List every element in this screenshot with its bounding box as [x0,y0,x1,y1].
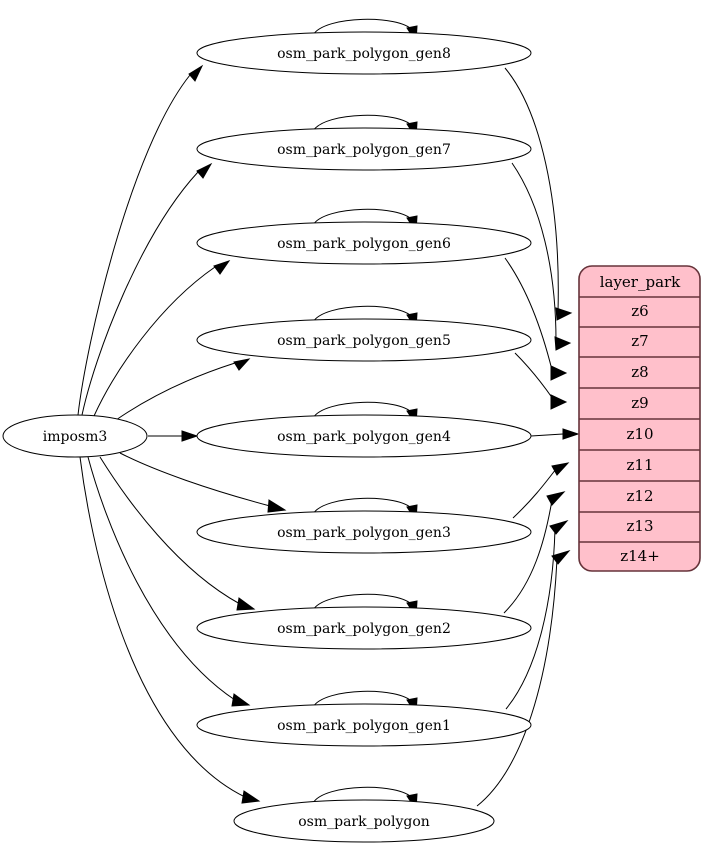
edge-imposm3-to-gen3 [119,452,271,507]
node-osm-park-polygon-gen6[interactable]: osm_park_polygon_gen6 [196,221,532,265]
layer-park-row-z14plus[interactable]: z14+ [620,547,660,565]
osm-park-polygon-gen1-label: osm_park_polygon_gen1 [277,718,451,734]
osm-park-polygon-ellipse[interactable] [233,799,495,843]
edge-imposm3-to-gen1 [87,456,236,701]
edge-imposm3-to-gen7 [81,171,199,416]
layer-park-row-z11[interactable]: z11 [627,456,654,474]
edge-imposm3-to-osm-park-polygon [79,456,246,798]
layer-park-row-z8[interactable]: z8 [631,363,648,381]
edge-imposm3-to-gen2 [99,456,241,605]
osm-park-polygon-gen6-ellipse[interactable] [196,221,532,265]
edge-imposm3-to-gen8 [77,74,191,416]
osm-park-polygon-label: osm_park_polygon [298,814,430,830]
osm-park-polygon-gen5-label: osm_park_polygon_gen5 [277,333,451,349]
imposm3-ellipse[interactable] [2,414,148,458]
arrowhead-osm-park-polygon-to-z14 [551,550,571,565]
arrowhead-gen2-to-z12 [546,491,566,506]
imposm3-label: imposm3 [43,429,108,445]
osm-park-polygon-gen3-ellipse[interactable] [196,510,532,554]
arrowhead-gen3-to-z11 [551,462,570,476]
arrowhead-imposm3-to-gen4 [181,430,199,442]
layer-park-row-z12[interactable]: z12 [627,487,654,505]
layer-park-table[interactable]: layer_park z6 z7 z8 z9 z10 z11 z12 z13 z… [578,265,701,572]
self-loop-osm-park-polygon [312,786,413,804]
osm-park-polygon-gen2-ellipse[interactable] [196,606,532,650]
arrowhead-gen1-to-z13 [549,520,569,535]
node-osm-park-polygon-gen1[interactable]: osm_park_polygon_gen1 [196,703,532,747]
arrowhead-gen7-to-z7 [554,336,572,351]
osm-park-polygon-gen8-label: osm_park_polygon_gen8 [277,46,451,62]
edge-gen5-to-z9 [514,352,554,400]
osm-park-polygon-gen6-label: osm_park_polygon_gen6 [277,236,451,252]
edge-group-source-fanout [77,64,287,804]
node-osm-park-polygon-gen4[interactable]: osm_park_polygon_gen4 [196,414,532,458]
arrowhead-gen5-to-z9 [550,394,568,410]
edge-gen1-to-z13 [505,528,556,710]
self-loop-gen8 [312,18,413,36]
arrowhead-imposm3-to-gen1 [231,693,251,707]
edge-imposm3-to-gen6 [93,266,216,417]
layer-park-header-label: layer_park [600,273,681,291]
osm-park-polygon-gen4-ellipse[interactable] [196,414,532,458]
edge-gen7-to-z7 [511,162,557,342]
osm-park-polygon-gen2-label: osm_park_polygon_gen2 [277,621,451,637]
self-loop-gen3 [312,497,413,515]
self-loop-gen7 [312,114,413,132]
arrowhead-gen4-to-z10 [562,428,580,440]
node-osm-park-polygon-gen3[interactable]: osm_park_polygon_gen3 [196,510,532,554]
self-loop-gen2 [312,593,413,611]
edge-group-to-layer-table [476,67,580,807]
osm-park-polygon-gen8-ellipse[interactable] [196,31,532,75]
edge-osm-park-polygon-to-z14 [476,558,558,807]
edge-gen8-to-z6 [504,67,559,313]
arrowhead-imposm3-to-osm-park-polygon [241,790,261,804]
arrowhead-imposm3-to-gen3 [267,499,287,513]
osm-park-polygon-gen5-ellipse[interactable] [196,318,532,362]
edge-gen6-to-z8 [504,257,553,371]
arrowhead-gen8-to-z6 [555,307,573,321]
layer-park-row-z13[interactable]: z13 [627,517,654,535]
osm-park-polygon-gen4-label: osm_park_polygon_gen4 [277,429,451,445]
edge-gen2-to-z12 [503,499,553,614]
osm-park-polygon-gen7-ellipse[interactable] [196,127,532,171]
edge-gen3-to-z11 [512,468,557,519]
arrowhead-imposm3-to-gen7 [196,162,213,179]
self-loop-gen6 [312,208,413,226]
arrowhead-gen6-to-z8 [550,365,568,381]
arrowhead-imposm3-to-gen8 [188,64,204,82]
layer-park-row-z9[interactable]: z9 [631,394,648,412]
node-osm-park-polygon-gen5[interactable]: osm_park_polygon_gen5 [196,318,532,362]
arrowhead-imposm3-to-gen6 [213,260,231,275]
node-imposm3[interactable]: imposm3 [2,414,148,458]
layer-park-row-z7[interactable]: z7 [631,332,648,350]
arrowhead-imposm3-to-gen5 [233,358,251,371]
node-osm-park-polygon-gen2[interactable]: osm_park_polygon_gen2 [196,606,532,650]
self-loop-gen4 [312,401,413,419]
self-loop-gen1 [312,690,413,708]
osm-park-polygon-gen7-label: osm_park_polygon_gen7 [277,142,451,158]
node-osm-park-polygon-gen7[interactable]: osm_park_polygon_gen7 [196,127,532,171]
osm-park-polygon-gen1-ellipse[interactable] [196,703,532,747]
layer-park-row-z10[interactable]: z10 [627,425,654,443]
node-osm-park-polygon[interactable]: osm_park_polygon [233,799,495,843]
edge-gen4-to-z10 [530,433,564,437]
node-osm-park-polygon-gen8[interactable]: osm_park_polygon_gen8 [196,31,532,75]
arrowhead-imposm3-to-gen2 [236,597,256,611]
layer-park-row-z6[interactable]: z6 [631,302,648,320]
self-loop-gen5 [312,305,413,323]
edge-imposm3-to-gen5 [115,362,236,421]
osm-park-polygon-gen3-label: osm_park_polygon_gen3 [277,525,451,541]
